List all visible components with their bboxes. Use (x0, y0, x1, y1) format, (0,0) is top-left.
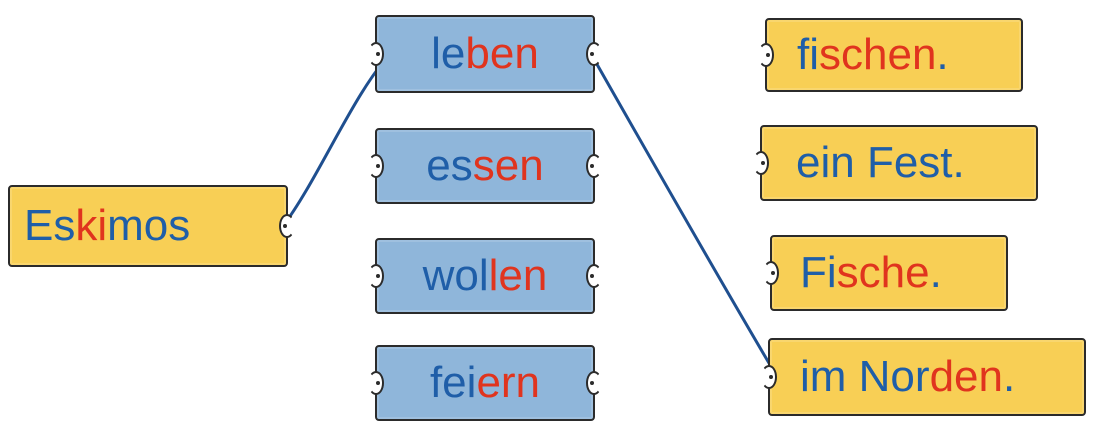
verb-card-wollen[interactable]: wollen (368, 238, 602, 314)
verb-card-essen[interactable]: essen (368, 128, 602, 204)
word-segment: Fi (800, 248, 837, 297)
word-segment: fi (797, 30, 819, 79)
notch-icon (368, 264, 384, 288)
card-word: im Norden. (800, 355, 1015, 399)
word-segment: fei (429, 358, 477, 407)
card-word: wollen (423, 254, 548, 298)
word-segment: le (431, 29, 466, 78)
word-segment: im Nor (800, 352, 930, 401)
word-segment: . (929, 248, 942, 297)
word-segment: schen (819, 30, 937, 79)
word-segment: es (426, 141, 473, 190)
verb-card-leben[interactable]: leben (368, 15, 602, 93)
card-word: ein Fest. (796, 141, 965, 185)
notch-icon (368, 154, 384, 178)
card-word: fischen. (797, 33, 949, 77)
word-segment: . (1002, 352, 1016, 401)
notch-icon (586, 264, 602, 288)
notch-icon (368, 371, 384, 395)
notch-icon (763, 261, 779, 285)
word-segment: k (75, 201, 98, 250)
card-word: leben (431, 32, 539, 76)
notch-icon (586, 371, 602, 395)
notch-icon (586, 154, 602, 178)
notch-icon (586, 42, 602, 66)
notch-icon (761, 365, 777, 389)
card-word: feiern (430, 361, 540, 405)
word-segment: ern (476, 358, 541, 407)
word-segment: den (929, 352, 1003, 401)
card-word: Eskimos (24, 204, 190, 248)
card-word: Fische. (800, 251, 942, 295)
word-segment: ein Fest. (796, 138, 965, 187)
object-card-fische[interactable]: Fische. (763, 235, 1008, 311)
card-word: essen (426, 144, 543, 188)
word-segment: mos (107, 201, 191, 250)
word-segment: i (97, 201, 108, 250)
connection-line-leben-norden (588, 50, 778, 377)
object-card-fischen[interactable]: fischen. (758, 18, 1023, 92)
word-segment: . (936, 30, 949, 79)
notch-icon (758, 43, 774, 67)
notch-icon (753, 151, 769, 175)
word-segment: sche (836, 248, 930, 297)
word-segment: wol (422, 251, 489, 300)
subject-card-eskimos[interactable]: Eskimos (8, 185, 295, 267)
word-segment: sen (472, 141, 544, 190)
word-segment: ben (465, 29, 539, 78)
verb-card-feiern[interactable]: feiern (368, 345, 602, 421)
notch-icon (368, 42, 384, 66)
word-segment: len (488, 251, 548, 300)
object-card-im-norden[interactable]: im Norden. (761, 338, 1086, 416)
notch-icon (279, 214, 295, 238)
word-segment: Es (24, 201, 76, 250)
object-card-ein-fest[interactable]: ein Fest. (753, 125, 1038, 201)
